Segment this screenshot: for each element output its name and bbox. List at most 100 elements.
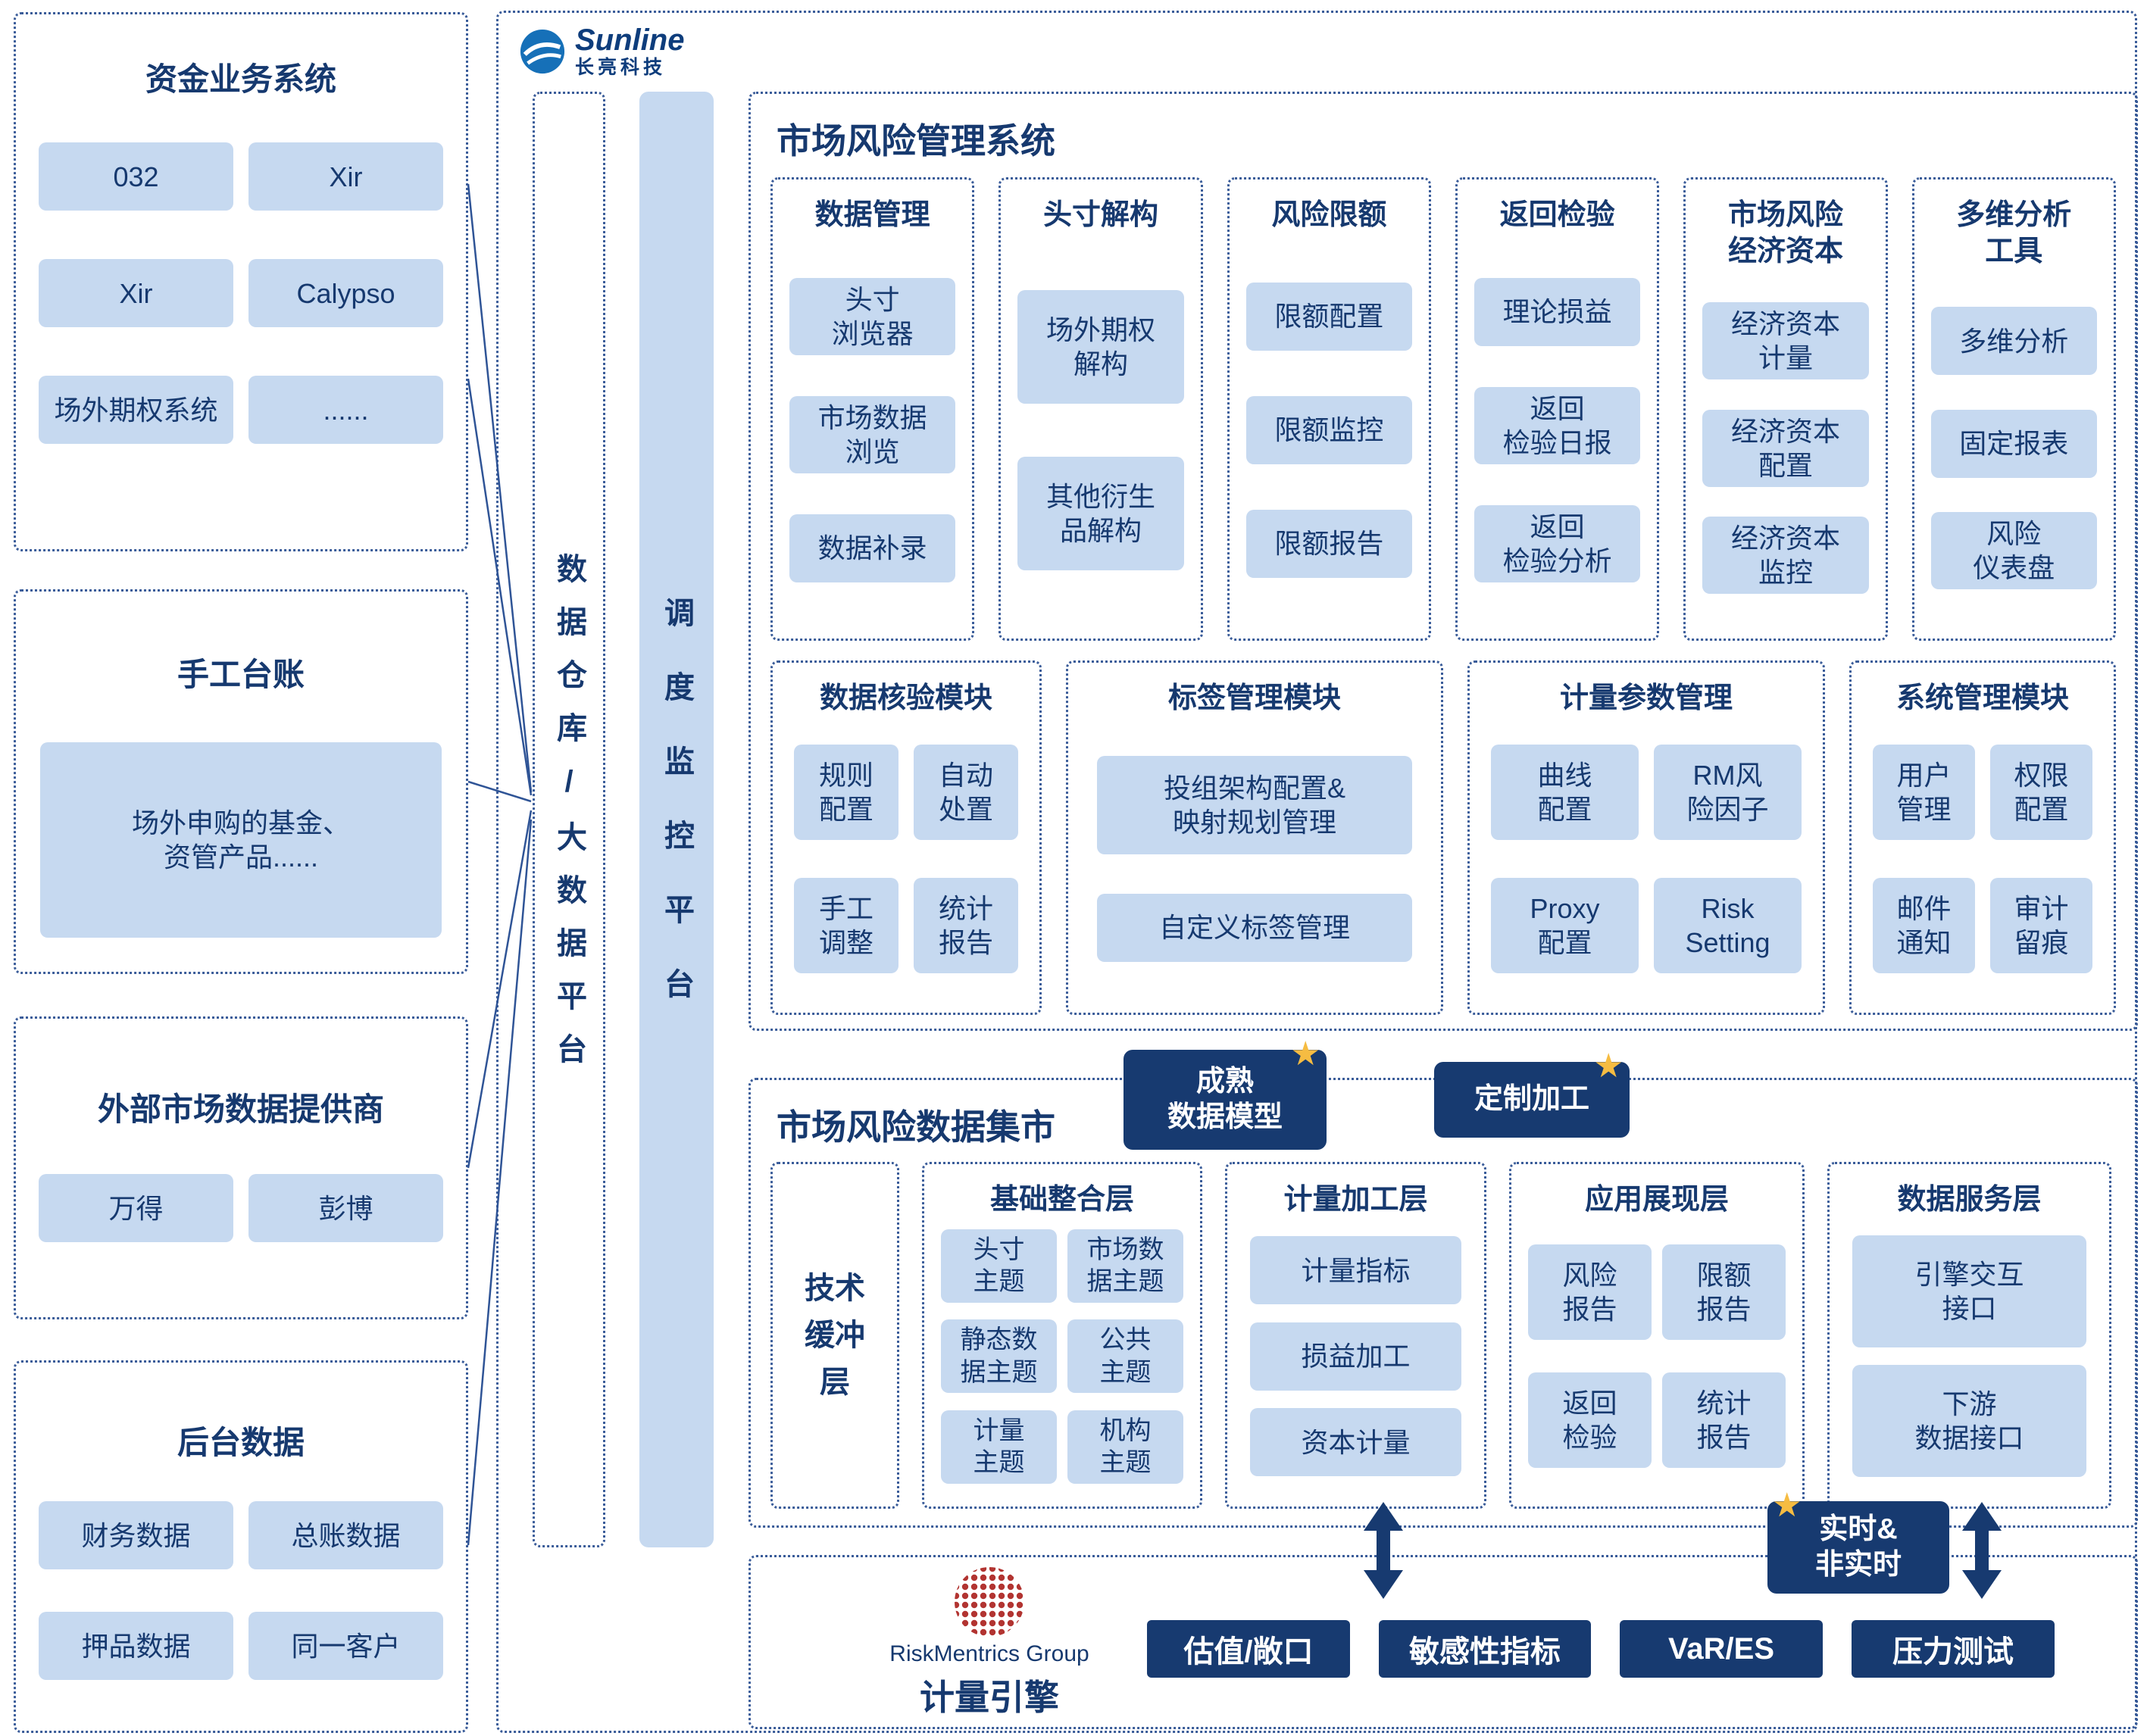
- layer-title: 数据服务层: [1897, 1184, 2042, 1216]
- node-chip: 手工 调整: [794, 877, 898, 973]
- module-multidimensional-analysis-tools: 多维分析 工具 多维分析 固定报表 风险 仪表盘: [1911, 177, 2116, 641]
- node-chip: 自定义标签管理: [1097, 893, 1412, 962]
- section-market-risk-data-mart: 市场风险数据集市 ★ 成熟 数据模型 ★ 定制加工 ★ 实时& 非实时 技术 缓…: [748, 1038, 2138, 1594]
- module-title: 头寸解构: [1042, 199, 1158, 231]
- node-chip: ......: [248, 376, 443, 444]
- node-chip: 场外期权 解构: [1017, 289, 1184, 404]
- star-icon: ★: [1290, 1035, 1320, 1073]
- module-title: 系统管理模块: [1895, 682, 2069, 714]
- node-chip: 固定报表: [1930, 409, 2097, 478]
- sunline-logo-icon: [520, 29, 565, 73]
- node-chip: 头寸 浏览器: [789, 277, 956, 355]
- module-title: 计量参数管理: [1559, 682, 1733, 714]
- badge-mature-data-model: ★ 成熟 数据模型: [1124, 1038, 1327, 1150]
- node-chip: 市场数 据主题: [1067, 1229, 1183, 1303]
- node-chip: 总账数据: [248, 1501, 443, 1569]
- layer-title: 基础整合层: [989, 1184, 1134, 1216]
- section-measurement-engine: RiskMentrics Group 计量引擎 估值/敞口 敏感性指标 VaR/…: [748, 1555, 2138, 1729]
- panel-backoffice-data: 后台数据 财务数据 总账数据 押品数据 同一客户: [14, 1360, 468, 1733]
- node-chip: 权限 配置: [1990, 744, 2092, 840]
- node-chip: 彭博: [248, 1174, 443, 1242]
- engine-node-stress-testing: 压力测试: [1852, 1620, 2055, 1678]
- node-chip: 数据补录: [789, 514, 956, 582]
- panel-title: 手工台账: [177, 657, 305, 692]
- engine-logo-caption: RiskMentrics Group: [889, 1641, 1089, 1666]
- double-arrow-icon: [1962, 1502, 2002, 1599]
- node-chip: 公共 主题: [1067, 1319, 1183, 1394]
- brand-name: Sunline: [575, 23, 685, 57]
- mrm-columns: 数据管理 头寸 浏览器 市场数据 浏览 数据补录 头寸解构 场外期权 解构 其他…: [751, 164, 2136, 641]
- node-chip: 场外期权系统: [39, 376, 233, 444]
- module-position-deconstruction: 头寸解构 场外期权 解构 其他衍生 品解构: [998, 177, 1203, 641]
- brand-subtitle: 长亮科技: [575, 57, 667, 78]
- node-chip: 统计 报告: [914, 877, 1018, 973]
- node-chip: 经济资本 监控: [1702, 516, 1869, 594]
- node-chip: 财务数据: [39, 1501, 233, 1569]
- module-title: 标签管理模块: [1167, 682, 1341, 714]
- node-chip: 经济资本 配置: [1702, 409, 1869, 487]
- pillar-scheduling-monitor-platform: 调度监控平台: [639, 92, 714, 1547]
- node-chip: 计量指标: [1250, 1236, 1461, 1305]
- node-chip: 审计 留痕: [1990, 877, 2092, 973]
- layer-title: 计量加工层: [1283, 1184, 1428, 1216]
- panel-title: 外部市场数据提供商: [97, 1091, 384, 1127]
- module-backtesting: 返回检验 理论损益 返回 检验日报 返回 检验分析: [1455, 177, 1660, 641]
- node-chip: 静态数 据主题: [941, 1319, 1057, 1394]
- pillar-label: 数据仓库/大数据平台: [552, 553, 586, 1086]
- module-market-risk-economic-capital: 市场风险 经济资本 经济资本 计量 经济资本 配置 经济资本 监控: [1683, 177, 1888, 641]
- module-title: 数据核验模块: [819, 682, 992, 714]
- node-chip: 风险 仪表盘: [1930, 511, 2097, 589]
- pillar-label: 调度监控平台: [660, 597, 693, 1042]
- engine-title: 计量引擎: [920, 1678, 1059, 1717]
- panel-items: 032 Xir Xir Calypso 场外期权系统 ......: [39, 142, 443, 444]
- main-architecture-container: Sunline 长亮科技 数据仓库/大数据平台 调度监控平台 市场风险管理系统 …: [496, 11, 2138, 1733]
- layer-measurement-processing: 计量加工层 计量指标 损益加工 资本计量: [1225, 1162, 1486, 1509]
- node-chip: 统计 报告: [1662, 1372, 1786, 1469]
- panel-external-market-data-providers: 外部市场数据提供商 万得 彭博: [14, 1016, 468, 1319]
- node-chip: 返回 检验: [1528, 1372, 1652, 1469]
- node-chip: 邮件 通知: [1873, 877, 1975, 973]
- mrm-modules: 数据核验模块 规则 配置 自动 处置 手工 调整 统计 报告 标签管理模块 投组…: [751, 641, 2136, 1015]
- panel-fund-business-systems: 资金业务系统 032 Xir Xir Calypso 场外期权系统 ......: [14, 12, 468, 551]
- node-chip: 032: [39, 142, 233, 211]
- node-chip: 用户 管理: [1873, 744, 1975, 840]
- module-title: 多维分析 工具: [1956, 199, 2072, 267]
- panel-items: 万得 彭博: [39, 1174, 443, 1242]
- panel-manual-ledger: 手工台账 场外申购的基金、 资管产品......: [14, 589, 468, 974]
- node-chip: 风险 报告: [1528, 1244, 1652, 1341]
- sunline-logo: Sunline 长亮科技: [519, 25, 684, 77]
- layer-base-integration: 基础整合层 头寸 主题 市场数 据主题 静态数 据主题 公共 主题 计量 主题 …: [922, 1162, 1202, 1509]
- node-chip: 限额监控: [1245, 395, 1412, 464]
- node-chip: Calypso: [248, 259, 443, 327]
- riskmetrics-logo: RiskMentrics Group 计量引擎: [876, 1564, 1103, 1720]
- layer-application-presentation: 应用展现层 风险 报告 限额 报告 返回 检验 统计 报告: [1509, 1162, 1805, 1509]
- module-title: 市场风险 经济资本: [1727, 199, 1843, 267]
- module-title: 数据管理: [814, 199, 930, 231]
- node-chip: 计量 主题: [941, 1410, 1057, 1484]
- node-chip: 自动 处置: [914, 744, 1018, 840]
- node-chip: 其他衍生 品解构: [1017, 456, 1184, 570]
- node-chip: 引擎交互 接口: [1852, 1235, 2086, 1348]
- module-data-management: 数据管理 头寸 浏览器 市场数据 浏览 数据补录: [770, 177, 975, 641]
- node-chip: Xir: [39, 259, 233, 327]
- node-chip: 投组架构配置& 映射规划管理: [1097, 756, 1412, 854]
- module-label-management: 标签管理模块 投组架构配置& 映射规划管理 自定义标签管理: [1066, 660, 1443, 1015]
- engine-node-valuation-exposure: 估值/敞口: [1147, 1620, 1350, 1678]
- node-chip: 理论损益: [1474, 277, 1641, 346]
- node-chip: 场外申购的基金、 资管产品......: [40, 742, 442, 938]
- engine-node-var-es: VaR/ES: [1620, 1620, 1823, 1678]
- engine-node-sensitivity-indicators: 敏感性指标: [1379, 1620, 1591, 1678]
- pillar-data-warehouse: 数据仓库/大数据平台: [533, 92, 605, 1547]
- node-chip: 资本计量: [1250, 1408, 1461, 1477]
- badge-label: 定制加工: [1474, 1083, 1589, 1116]
- node-chip: 限额报告: [1245, 509, 1412, 578]
- node-chip: 市场数据 浏览: [789, 395, 956, 473]
- layer-title: 技术 缓冲 层: [805, 1272, 865, 1399]
- section-title: 市场风险管理系统: [777, 121, 1055, 161]
- section-market-risk-management-system: 市场风险管理系统 数据管理 头寸 浏览器 市场数据 浏览 数据补录 头寸解构 场…: [748, 92, 2138, 1031]
- star-icon: ★: [1772, 1487, 1802, 1524]
- badge-label: 实时& 非实时: [1814, 1513, 1902, 1581]
- module-title: 返回检验: [1499, 199, 1615, 231]
- node-chip: 返回 检验日报: [1474, 386, 1641, 464]
- node-chip: 经济资本 计量: [1702, 302, 1869, 380]
